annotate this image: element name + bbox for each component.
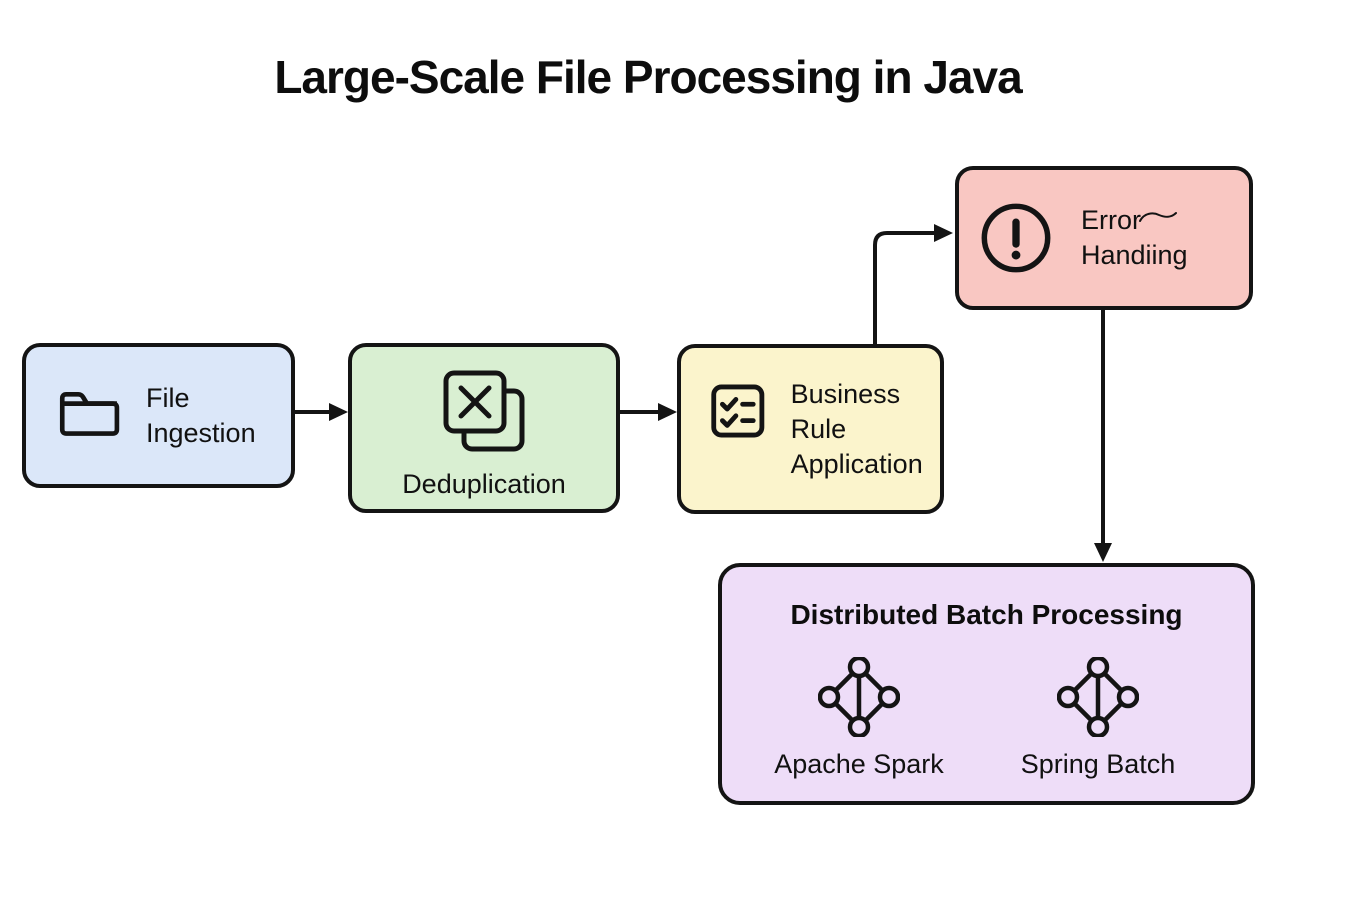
arrow-error-to-batch [1094,310,1112,562]
network-nodes-icon [818,657,900,737]
node-distributed-batch-processing: Distributed Batch Processing Apache Spar… [718,563,1255,805]
error-label-line1: Error [1081,205,1141,235]
checklist-icon [711,384,765,438]
node-business-rule-application: Business Rule Application [677,344,944,514]
arrow-dedup-to-rules [620,403,677,421]
node-label-business-rule-application: Business Rule Application [790,378,923,479]
node-file-ingestion: File Ingestion [22,343,295,488]
batch-item-label-apache-spark: Apache Spark [774,749,944,779]
duplicate-files-x-icon [443,370,525,452]
alert-circle-icon [981,203,1051,273]
node-error-handling: Error Handiing [955,166,1253,310]
batch-item-apache-spark: Apache Spark [764,657,954,782]
swash-artifact [1139,212,1177,222]
node-label-deduplication: Deduplication [402,469,566,499]
batch-item-spring-batch: Spring Batch [1003,657,1193,782]
node-label-file-ingestion: File Ingestion [146,382,256,448]
batch-item-label-spring-batch: Spring Batch [1020,749,1176,779]
batch-title: Distributed Batch Processing [790,599,1183,630]
network-nodes-icon [1057,657,1139,737]
node-label-error-handling: Error Handiing [1081,203,1188,273]
batch-items: Apache Spark Spring Batch [722,657,1251,782]
folder-icon [59,391,120,436]
page-title: Large-Scale File Processing in Java [274,51,1022,103]
arrow-ingestion-to-dedup [295,403,348,421]
node-deduplication: Deduplication [348,343,620,513]
arrow-rules-to-error [873,224,953,344]
error-label-line2: Handiing [1081,240,1188,270]
